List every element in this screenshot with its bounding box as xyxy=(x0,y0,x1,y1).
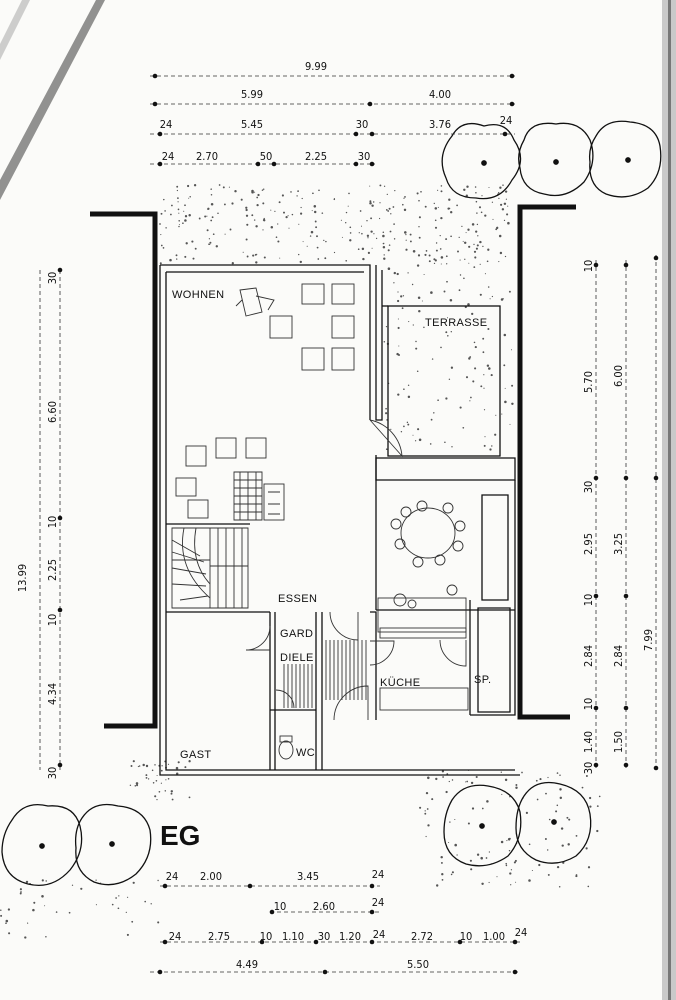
room-label-diele: DIELE xyxy=(280,652,314,664)
dim-bottom-label: 2.00 xyxy=(200,870,222,883)
dim-top-label: 50 xyxy=(260,150,273,163)
dim-bottom-label: 4.49 xyxy=(236,958,258,971)
dim-right-label: 1.50 xyxy=(612,731,625,753)
room-label-essen: ESSEN xyxy=(278,593,317,605)
room-label-wc: WC xyxy=(296,747,315,759)
planting-stipple xyxy=(0,184,601,939)
wardrobe-hatch xyxy=(283,640,367,708)
dimension-lines xyxy=(39,75,657,973)
dim-bottom-label: 24 xyxy=(166,870,179,883)
dim-right-label: 10 xyxy=(582,698,595,711)
dim-bottom-label: 24 xyxy=(372,868,385,881)
dining-chairs-icon xyxy=(175,437,285,521)
room-labels: WOHNEN TERRASSE ESSEN GARD DIELE KÜCHE S… xyxy=(172,289,492,761)
dim-left-label: 10 xyxy=(46,516,59,529)
dim-top-label: 24 xyxy=(162,150,175,163)
dim-right-label: 2.84 xyxy=(612,645,625,667)
dim-right-label: 10 xyxy=(582,260,595,273)
dim-top-label: 5.99 xyxy=(241,88,263,101)
dim-left-overall: 13.99 xyxy=(16,564,29,592)
dim-left-label: 4.34 xyxy=(46,683,59,705)
dimension-texts: 9.99 5.99 4.00 24 5.45 30 3.76 24 24 2.7… xyxy=(16,60,655,971)
dim-right-label: 10 xyxy=(582,594,595,607)
party-walls xyxy=(90,204,576,729)
dim-bottom-label: 24 xyxy=(373,928,386,941)
room-label-kueche: KÜCHE xyxy=(380,677,421,689)
dim-right-label: 6.00 xyxy=(612,365,625,387)
terrace xyxy=(382,305,501,457)
dim-top-label: 2.70 xyxy=(196,150,218,163)
dim-right-label: 3.25 xyxy=(612,533,625,555)
dim-bottom-label: 1.10 xyxy=(282,930,304,943)
dim-right-overall: 7.99 xyxy=(642,629,655,651)
tree-symbols xyxy=(1,120,662,887)
dim-top-label: 5.45 xyxy=(241,118,263,131)
dim-top-label: 24 xyxy=(160,118,173,131)
dim-left-label: 6.60 xyxy=(46,401,59,423)
dim-top-label: 4.00 xyxy=(429,88,451,101)
dim-bottom-label: 10 xyxy=(460,930,473,943)
staircase xyxy=(171,471,263,609)
dim-bottom-label: 3.45 xyxy=(297,870,319,883)
dim-top-label: 30 xyxy=(356,118,369,131)
dim-right-label: 2.95 xyxy=(582,533,595,555)
room-label-gast: GAST xyxy=(180,749,212,761)
dim-right-label: 30 xyxy=(582,762,595,775)
tree-icon xyxy=(518,122,594,197)
dim-top-label: 30 xyxy=(358,150,371,163)
dim-bottom-label: 24 xyxy=(372,896,385,909)
dim-left-label: 10 xyxy=(46,614,59,627)
room-label-wohnen: WOHNEN xyxy=(172,289,225,301)
dim-bottom-label: 1.00 xyxy=(483,930,505,943)
tree-icon xyxy=(74,803,152,886)
dim-bottom-label: 5.50 xyxy=(407,958,429,971)
armchair-icon xyxy=(235,287,275,317)
door-swings xyxy=(245,419,467,721)
dim-bottom-label: 2.60 xyxy=(313,900,335,913)
dim-bottom-label: 10 xyxy=(274,900,287,913)
tree-icon xyxy=(1,803,83,887)
dim-right-label: 2.84 xyxy=(582,645,595,667)
tree-icon xyxy=(441,122,522,200)
room-label-gard: GARD xyxy=(280,628,313,640)
tree-icon xyxy=(443,784,522,867)
chair-grid-icon xyxy=(269,283,355,371)
dim-right-label: 30 xyxy=(582,481,595,494)
floor-label: EG xyxy=(160,820,200,851)
tree-icon xyxy=(588,120,662,198)
dim-bottom-label: 10 xyxy=(260,930,273,943)
dining-table-icon xyxy=(390,500,466,568)
dim-top-overall: 9.99 xyxy=(305,60,327,73)
dimension-ticks xyxy=(57,73,659,975)
toilet-icon xyxy=(278,735,294,760)
interior-walls xyxy=(166,494,515,770)
dim-bottom-label: 24 xyxy=(515,926,528,939)
kitchen-counter-icon xyxy=(377,584,469,711)
dim-right-label: 5.70 xyxy=(582,371,595,393)
dim-bottom-label: 2.75 xyxy=(208,930,230,943)
dim-top-label: 2.25 xyxy=(305,150,327,163)
dim-bottom-label: 1.20 xyxy=(339,930,361,943)
dim-right-label: 1.40 xyxy=(582,731,595,753)
dim-top-label: 24 xyxy=(500,114,513,127)
dim-top-label: 3.76 xyxy=(429,118,451,131)
room-label-sp: SP. xyxy=(474,674,492,686)
dim-left-label: 30 xyxy=(46,272,59,285)
dim-bottom-label: 30 xyxy=(318,930,331,943)
dim-bottom-label: 24 xyxy=(169,930,182,943)
tree-icon xyxy=(515,781,592,864)
furniture xyxy=(175,283,469,760)
room-label-terrasse: TERRASSE xyxy=(425,317,488,329)
dim-left-label: 2.25 xyxy=(46,559,59,581)
exterior-walls xyxy=(159,264,520,776)
dim-bottom-label: 2.72 xyxy=(411,930,433,943)
dim-left-label: 30 xyxy=(46,767,59,780)
